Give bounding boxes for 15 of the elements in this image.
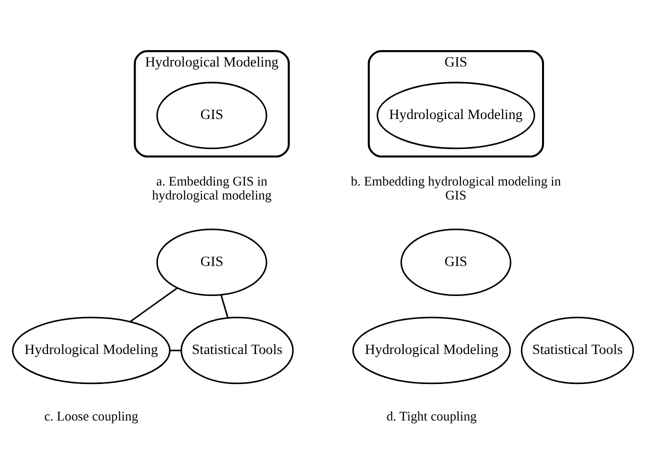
node-ellipse: Hydrological Modeling (376, 82, 536, 150)
node-ellipse: Statistical Tools (180, 316, 294, 384)
connector (170, 350, 182, 352)
node-ellipse: Hydrological Modeling (352, 316, 511, 384)
node-ellipse: GIS (400, 228, 512, 296)
node-ellipse: GIS (156, 82, 268, 150)
node-ellipse: GIS (156, 228, 268, 296)
label: d. Tight coupling (386, 408, 477, 424)
node-ellipse: Hydrological Modeling (12, 316, 171, 384)
label: b. Embedding hydrological modeling in GIS (350, 173, 561, 202)
connector (130, 287, 178, 322)
label: a. Embedding GIS in hydrological modeling (152, 173, 272, 202)
connector (220, 294, 229, 318)
label: c. Loose coupling (44, 408, 138, 424)
node-ellipse: Statistical Tools (520, 316, 634, 384)
